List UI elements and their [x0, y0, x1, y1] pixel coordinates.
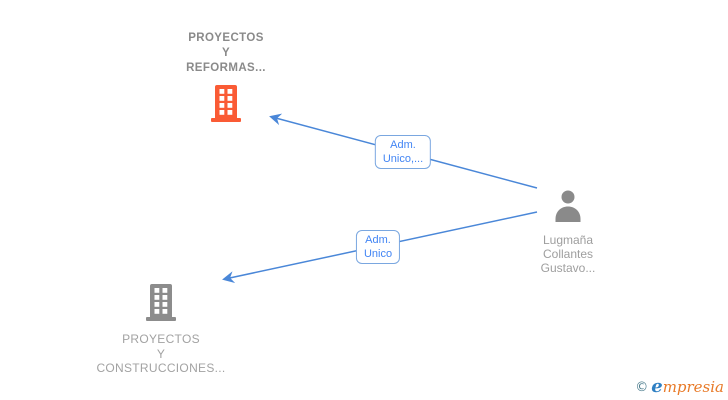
node-person-lugmana-collantes[interactable]: Lugmaña Collantes Gustavo... [508, 190, 628, 275]
building-icon [91, 284, 231, 326]
edge-label-line2: Unico [363, 248, 393, 260]
person-label-line2: Collantes [542, 247, 594, 261]
empresia-logo-text: mpresia [662, 378, 724, 396]
empresia-logo[interactable]: ©empresia [635, 376, 724, 397]
company-top-label-line1: PROYECTOS [188, 32, 264, 44]
company-bottom-label-line3: CONSTRUCCIONES... [96, 361, 226, 375]
company-bottom-label: PROYECTOS Y CONSTRUCCIONES... [91, 332, 231, 376]
node-company-proyectos-y-reformas[interactable]: PROYECTOS Y REFORMAS... [156, 31, 296, 127]
edge-label-line1: Adm. [365, 234, 391, 246]
node-company-proyectos-y-construcciones[interactable]: PROYECTOS Y CONSTRUCCIONES... [91, 284, 231, 376]
empresia-logo-e: e [651, 376, 663, 397]
person-label: Lugmaña Collantes Gustavo... [508, 233, 628, 275]
copyright-icon: © [635, 380, 649, 395]
edge-label-line1: Adm. [390, 139, 416, 151]
edge-label-line2: Unico,... [382, 153, 424, 165]
building-icon [156, 85, 296, 127]
company-top-label-line3: REFORMAS... [186, 62, 266, 74]
person-icon [508, 190, 628, 227]
company-top-label-line2: Y [221, 47, 231, 59]
person-label-line1: Lugmaña [542, 233, 594, 247]
company-top-label: PROYECTOS Y REFORMAS... [156, 31, 296, 76]
edge-label-adm-unico-bottom[interactable]: Adm. Unico [355, 230, 401, 264]
person-label-line3: Gustavo... [540, 261, 596, 275]
company-bottom-label-line1: PROYECTOS [122, 332, 200, 346]
edge-label-adm-unico-top[interactable]: Adm. Unico,... [374, 135, 432, 169]
company-bottom-label-line2: Y [156, 346, 166, 361]
